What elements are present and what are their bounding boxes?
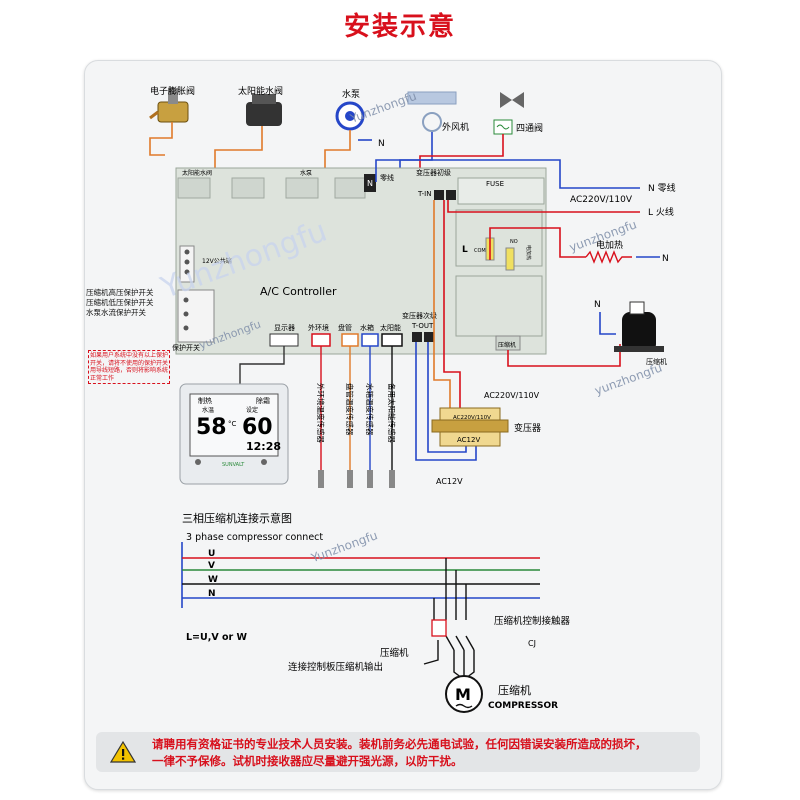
outer-coil-label: 外环境 <box>308 323 329 332</box>
motor-cn-label: 压缩机 <box>498 683 531 697</box>
board-fuse: FUSE <box>486 180 504 188</box>
wire-controller-display: 制热 除霜 水温 设定 58 °C 60 12:28 SUNVALT <box>179 383 289 485</box>
pump-icon <box>335 101 365 131</box>
transformer-ac-out-box: AC12V <box>457 436 480 444</box>
compressor-icon-label: 压缩机 <box>646 357 667 366</box>
pump-label: 水泵 <box>342 88 360 100</box>
four-way-valve-icon <box>493 92 524 135</box>
display-time: 12:28 <box>246 440 281 453</box>
warning-bar <box>96 732 700 772</box>
display-set-label: 设定 <box>246 406 258 414</box>
contactor-label: 压缩机控制接触器 <box>494 615 571 627</box>
heater-n-label: N <box>662 254 669 264</box>
board-tin: T-IN <box>417 190 431 198</box>
phase-u: U <box>208 549 215 559</box>
sensor-solar-label: 备用太阳能传感器 <box>387 383 397 443</box>
sensor-tank-label: 水箱温度传感器 <box>365 383 375 436</box>
board-neutral: 零线 <box>380 173 394 182</box>
warning-icon <box>110 740 136 763</box>
transformer-ac-in: AC220V/110V <box>484 391 540 400</box>
compressor-icon <box>614 301 664 352</box>
heater-label: 电加热 <box>596 239 623 251</box>
board-12v-common: 12V公共端 <box>202 257 232 265</box>
board-no: NO <box>510 239 518 245</box>
three-phase-title-en: 3 phase compressor connect <box>186 532 323 543</box>
warning-line-1: 请聘用有资格证书的专业技术人员安装。装机前务必先通电试验，任何因错误安装所造成的… <box>152 737 647 751</box>
warning-text: 请聘用有资格证书的专业技术人员安装。装机前务必先通电试验，任何因错误安装所造成的… <box>152 736 692 770</box>
solar-valve-label: 太阳能水阀 <box>238 85 283 97</box>
transformer-ac-out: AC12V <box>436 477 463 486</box>
lp-switch-label: 压缩机低压保护开关 <box>86 298 154 307</box>
display-set-temp: 60 <box>242 415 273 440</box>
solar-label: 太阳能 <box>380 323 401 332</box>
phase-w: W <box>208 575 218 585</box>
display-mode-defrost: 除霜 <box>256 396 270 405</box>
display-brand: SUNVALT <box>222 462 245 468</box>
power-voltage-label: AC220V/110V <box>570 195 633 205</box>
motor-en-label: COMPRESSOR <box>488 701 558 711</box>
protection-note: 如果用户系统中没有以上保护开关，请将不使用的保护开关用导线短路，否则将影响系统正… <box>88 350 170 384</box>
display-unit: °C <box>228 420 237 428</box>
board-title: A/C Controller <box>260 285 337 298</box>
outer-fan-label: 外风机 <box>442 121 469 133</box>
board-heater-relay: 电加热 <box>525 245 532 260</box>
transformer-secondary-label: 变压器次级 <box>402 311 437 320</box>
neutral-line-label: N 零线 <box>648 182 676 194</box>
page-title: 安装示意 <box>343 12 456 42</box>
motor-icon: M <box>445 675 483 713</box>
sensor-coil-label: 盘管温度传感器 <box>345 383 355 436</box>
compressor-small-label: 压缩机 <box>380 647 409 659</box>
board-transformer-primary: 变压器初级 <box>416 168 451 177</box>
board-com: COM <box>474 248 486 254</box>
board-solar-valve: 太阳能水阀 <box>182 169 212 177</box>
live-line-label: L 火线 <box>648 206 674 218</box>
svg-text:M: M <box>455 685 471 704</box>
transformer-ac-in-box: AC220V/110V <box>453 415 491 421</box>
top-n-label: N <box>378 139 385 149</box>
three-phase-title-cn: 三相压缩机连接示意图 <box>182 511 292 525</box>
output-label: 连接控制板压缩机输出 <box>288 661 383 673</box>
phase-v: V <box>208 561 215 571</box>
sensor-outer-label: 外环境温度传感器 <box>316 383 326 443</box>
board-l: L <box>462 245 468 255</box>
flow-switch-label: 水泵水流保护开关 <box>86 308 146 317</box>
compressor-n-label: N <box>594 300 601 310</box>
tout-label: T-OUT <box>411 322 434 330</box>
neutral-terminal <box>364 174 376 192</box>
board-water-pump: 水泵 <box>300 169 312 177</box>
display-port-label: 显示器 <box>274 324 295 332</box>
phase-legend: L=U,V or W <box>186 632 248 643</box>
board-compressor-relay: 压缩机 <box>498 341 516 349</box>
svg-text:N: N <box>367 179 373 188</box>
coil-tube-label: 盘管 <box>338 323 352 332</box>
protect-switch-label: 保护开关 <box>172 343 200 352</box>
warning-line-2: 一律不予保修。试机时接收器应尽量避开强光源，以防干扰。 <box>152 754 463 768</box>
hp-switch-label: 压缩机高压保护开关 <box>86 288 154 297</box>
tank-label: 水箱 <box>360 323 374 332</box>
expansion-valve-icon <box>149 88 189 123</box>
solar-valve-icon <box>246 94 282 126</box>
fan-icon <box>407 91 457 132</box>
expansion-valve-label: 电子膨胀阀 <box>150 85 195 97</box>
heater-resistor-icon <box>585 250 632 264</box>
display-water-temp: 58 <box>196 415 227 440</box>
display-mode-heat: 制热 <box>198 396 212 405</box>
contactor-cj: CJ <box>528 639 536 648</box>
four-way-valve-label: 四通阀 <box>516 123 543 134</box>
display-water-temp-label: 水温 <box>202 406 214 414</box>
phase-n: N <box>208 589 216 599</box>
transformer-name: 变压器 <box>514 422 541 434</box>
